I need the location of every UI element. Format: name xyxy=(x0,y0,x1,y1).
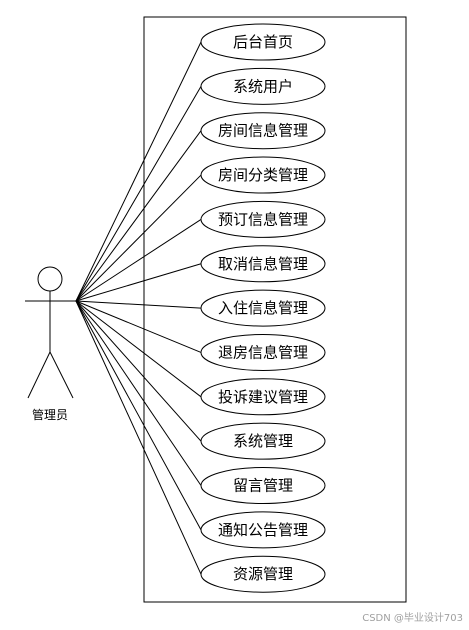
use-case-label: 后台首页 xyxy=(233,33,293,51)
use-case: 投诉建议管理 xyxy=(200,378,326,416)
use-case: 房间信息管理 xyxy=(200,112,326,150)
actor-leg-left xyxy=(27,351,51,399)
watermark: CSDN @毕业设计703 xyxy=(362,613,463,624)
use-case-label: 留言管理 xyxy=(233,477,293,495)
actor: 管理员 xyxy=(25,266,76,422)
use-case: 系统管理 xyxy=(200,422,326,460)
association-line xyxy=(75,300,202,309)
use-case-ellipse xyxy=(200,467,326,504)
use-case-ellipse xyxy=(200,378,326,416)
use-case-ellipse xyxy=(200,511,326,549)
actor-head xyxy=(37,266,63,292)
use-case: 留言管理 xyxy=(200,467,326,504)
system-boundary xyxy=(143,16,407,603)
use-case: 入住信息管理 xyxy=(200,289,326,327)
use-case: 房间分类管理 xyxy=(200,156,326,194)
use-case: 取消信息管理 xyxy=(200,245,326,283)
use-case-label: 退房信息管理 xyxy=(218,343,308,361)
association-line xyxy=(75,300,202,531)
association-line xyxy=(75,86,202,302)
use-case: 退房信息管理 xyxy=(200,333,326,371)
use-case-label: 房间分类管理 xyxy=(218,166,308,184)
association-line xyxy=(75,300,202,398)
actor-label: 管理员 xyxy=(32,407,68,422)
use-case: 预订信息管理 xyxy=(200,200,326,238)
use-case: 后台首页 xyxy=(200,23,326,61)
use-case-label: 取消信息管理 xyxy=(218,255,308,273)
use-case-label: 系统管理 xyxy=(233,432,293,450)
use-case-ellipse xyxy=(200,422,326,460)
association-line xyxy=(75,218,202,302)
use-case-ellipse xyxy=(200,289,326,327)
use-case: 系统用户 xyxy=(200,67,326,105)
association-line xyxy=(75,174,202,302)
association-line xyxy=(75,300,202,353)
association-line xyxy=(75,300,202,442)
association-line xyxy=(75,300,202,486)
use-case-label: 通知公告管理 xyxy=(218,521,308,539)
association-line xyxy=(75,41,202,302)
use-case: 资源管理 xyxy=(200,555,326,593)
use-case-ellipse xyxy=(200,156,326,194)
use-case-label: 投诉建议管理 xyxy=(218,388,308,406)
use-case: 通知公告管理 xyxy=(200,511,326,549)
use-case-ellipse xyxy=(200,112,326,150)
association-line xyxy=(75,300,202,575)
use-case-ellipse xyxy=(200,245,326,283)
association-line xyxy=(75,263,202,302)
use-case-label: 系统用户 xyxy=(233,77,293,95)
use-case-label: 预订信息管理 xyxy=(218,210,308,228)
use-case-ellipse xyxy=(200,333,326,371)
use-case-label: 房间信息管理 xyxy=(218,122,308,140)
use-case-ellipse xyxy=(200,555,326,593)
actor-leg-right xyxy=(49,351,74,399)
use-case-ellipse xyxy=(200,67,326,105)
use-case-label: 资源管理 xyxy=(233,565,293,583)
use-case-ellipse xyxy=(200,200,326,238)
association-lines xyxy=(75,41,202,575)
use-case-ellipse xyxy=(200,23,326,61)
use-case-label: 入住信息管理 xyxy=(218,299,308,317)
association-line xyxy=(75,130,202,302)
use-cases: 后台首页系统用户房间信息管理房间分类管理预订信息管理取消信息管理入住信息管理退房… xyxy=(200,23,326,593)
